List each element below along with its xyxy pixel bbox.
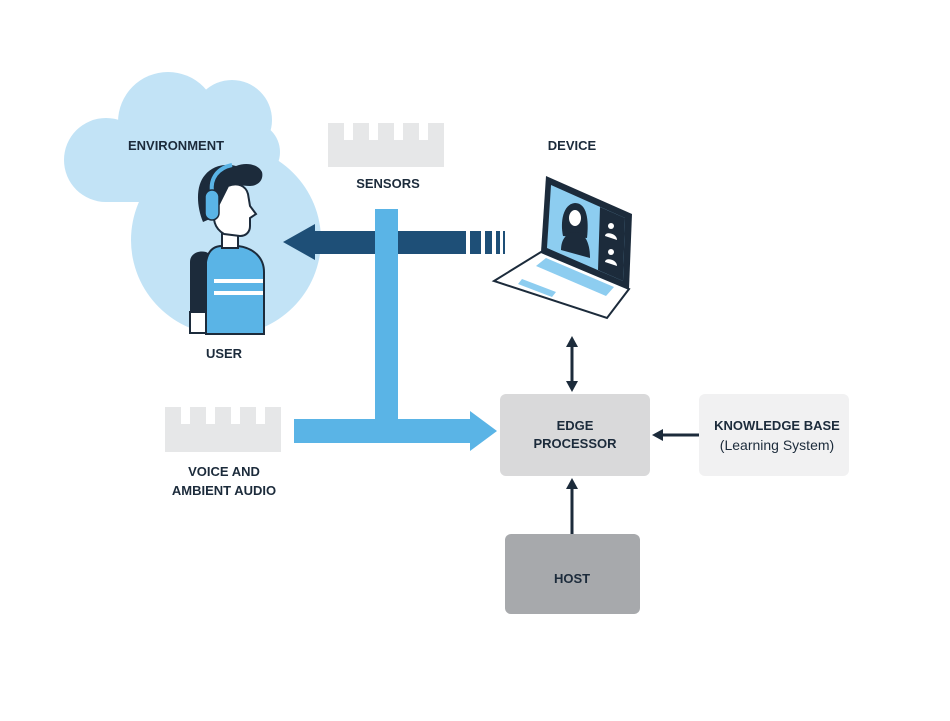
person-with-headphones-icon [189,163,265,335]
laptop-base [491,250,631,320]
voice-audio-label-line1: VOICE AND [188,464,260,479]
tile-person-icon [605,233,617,240]
arrow-head-left [652,429,663,441]
arrow-dash [485,231,492,254]
device-to-user-arrow [283,224,505,260]
caller-body [561,232,590,258]
arrow-dash [503,231,505,254]
environment-label: ENVIRONMENT [128,138,224,153]
host-label: HOST [554,571,590,586]
knowledge-base-title: KNOWLEDGE BASE [714,418,840,433]
video-tiles-column [598,207,625,281]
headphone-cup [204,189,220,221]
arrow-head-up [566,336,578,347]
face [213,183,258,238]
sensor-comb-icon [328,123,444,167]
knowledge-base-subtitle: (Learning System) [720,437,834,453]
edge-processor-box [500,394,650,476]
tile-person-icon [605,259,617,266]
user-label: USER [206,346,243,361]
device-edge-double-arrow [566,336,578,392]
shirt [205,245,265,335]
laptop-video-call-icon [491,176,632,320]
edge-processor-label-line1: EDGE [557,418,594,433]
arrow-dash [470,231,481,254]
arrow-dash [496,231,500,254]
arrow-head-down [566,381,578,392]
device-label: DEVICE [548,138,597,153]
caller-face [569,210,581,226]
audio-feed-arrow [294,411,497,451]
laptop-keyboard [536,258,614,296]
host-box [505,534,640,614]
tile-person-icon [608,249,614,255]
sensor-comb-icon [165,407,281,452]
arrow-body [283,224,466,260]
tile-person-icon [608,223,614,229]
sensor-feed-bar [375,209,398,421]
edge-processor-label-line2: PROCESSOR [533,436,617,451]
input-to-edge-arrow [294,209,497,451]
shirt-stripe [214,279,263,283]
shirt-stripe [214,291,263,295]
headphone-band [209,163,233,193]
knowledge-base-box [699,394,849,476]
voice-audio-label-line2: AMBIENT AUDIO [172,483,276,498]
sensors-label: SENSORS [356,176,420,191]
laptop-touchpad [518,279,556,297]
arrow-head-up [566,478,578,489]
